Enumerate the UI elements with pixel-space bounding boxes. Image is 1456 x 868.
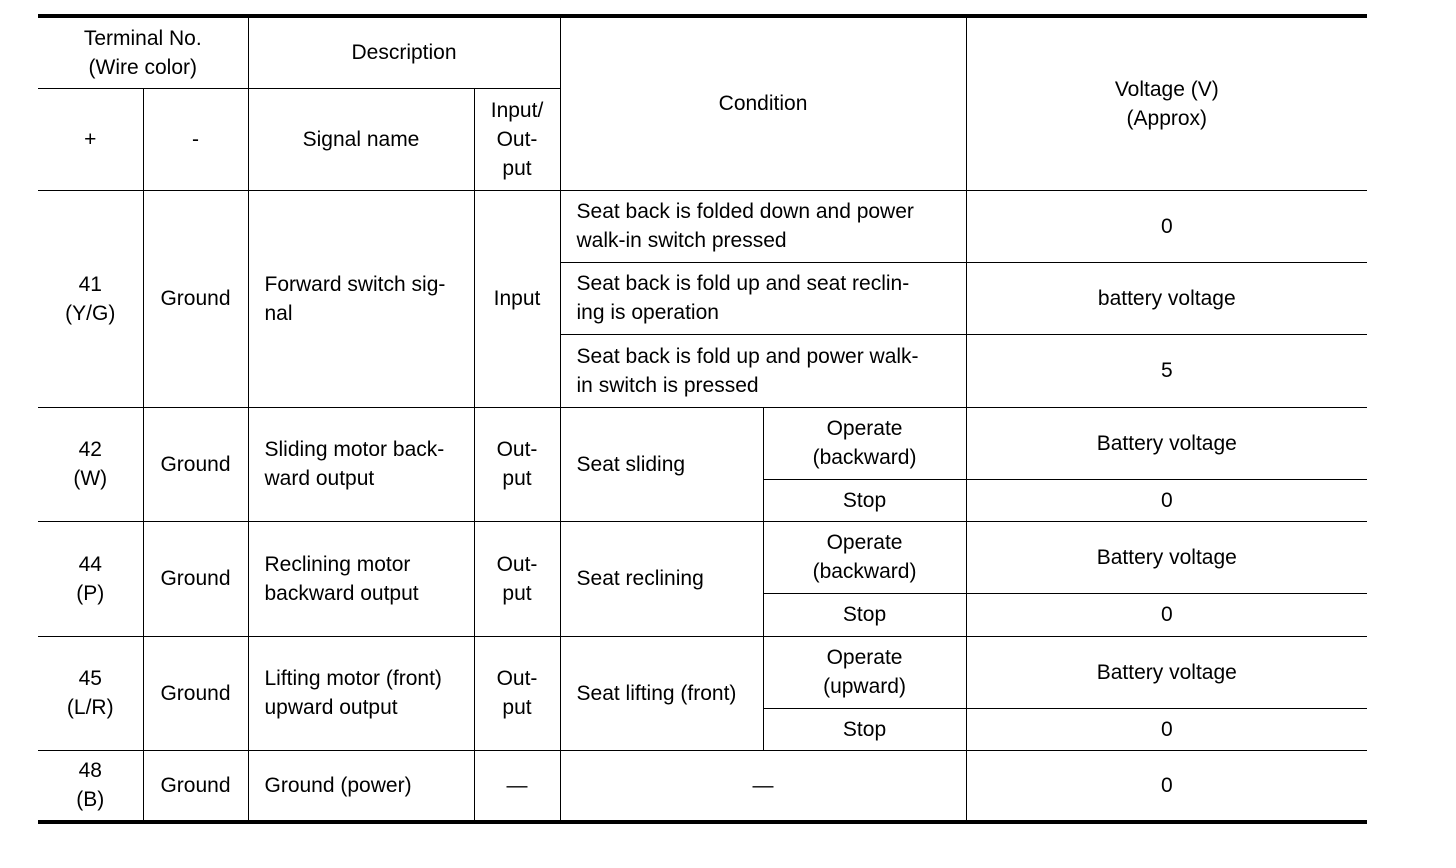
- table-row: Stop 0: [38, 707, 1368, 751]
- table-row: 41 (Y/G) Ground Forward switch sig- nal …: [38, 189, 1368, 408]
- ground-cell: Ground: [142, 749, 249, 824]
- voltage-cell: Battery voltage: [965, 635, 1368, 709]
- header-signal-name: Signal name: [247, 87, 475, 191]
- table-row: Stop 0: [38, 592, 1368, 637]
- signal-name-cell: Ground (power): [247, 749, 475, 824]
- io-cell: Out- put: [473, 406, 561, 522]
- table-row: Stop 0: [38, 478, 1368, 522]
- condition-cell: Seat reclining: [559, 520, 764, 637]
- table-row: 44 (P) Ground Reclining motor backward o…: [38, 520, 1368, 637]
- table-row: 42 (W) Ground Sliding motor back- ward o…: [38, 406, 1368, 522]
- io-cell: Out- put: [473, 635, 561, 751]
- ground-cell: Ground: [142, 189, 249, 408]
- voltage-cell: 5: [965, 333, 1368, 408]
- header-plus: +: [38, 87, 144, 191]
- terminal-cell: 48 (B): [38, 749, 144, 824]
- header-voltage: Voltage (V) (Approx): [965, 14, 1368, 191]
- header-condition: Condition: [559, 14, 967, 191]
- voltage-cell: 0: [965, 749, 1368, 824]
- condition-cell: Seat back is fold up and seat reclin- in…: [560, 261, 967, 335]
- table-row: Seat back is fold up and power walk- in …: [38, 333, 1368, 408]
- header-terminal-no: Terminal No. (Wire color): [38, 14, 249, 89]
- io-cell: —: [473, 749, 561, 824]
- condition-cell: Seat back is folded down and power walk-…: [559, 189, 967, 263]
- signal-name-cell: Sliding motor back- ward output: [247, 406, 475, 522]
- io-cell: Out- put: [473, 520, 561, 637]
- signal-name-cell: Reclining motor backward output: [247, 520, 475, 637]
- condition-cell: Seat lifting (front): [559, 635, 764, 751]
- ground-cell: Ground: [142, 520, 249, 637]
- condition-cell: Seat back is fold up and power walk- in …: [560, 333, 967, 408]
- state-cell: Operate (backward): [762, 406, 967, 480]
- table-row: Seat back is fold up and seat reclin- in…: [38, 261, 1368, 335]
- terminal-voltage-table: Terminal No. (Wire color) Description Co…: [38, 14, 1368, 824]
- state-cell: Operate (backward): [762, 520, 967, 594]
- condition-cell: —: [559, 749, 967, 824]
- header-description: Description: [247, 14, 561, 89]
- table-row: 45 (L/R) Ground Lifting motor (front) up…: [38, 635, 1368, 751]
- voltage-cell: 0: [965, 189, 1368, 263]
- voltage-cell: Battery voltage: [965, 406, 1368, 480]
- terminal-cell: 44 (P): [38, 520, 144, 637]
- voltage-cell: Battery voltage: [965, 520, 1368, 594]
- voltage-cell: battery voltage: [965, 261, 1368, 335]
- header-row-1: Terminal No. (Wire color) Description Co…: [38, 14, 1368, 191]
- header-minus: -: [142, 87, 249, 191]
- state-cell: Operate (upward): [762, 635, 967, 709]
- state-cell: Stop: [763, 478, 967, 522]
- terminal-table-container: Terminal No. (Wire color) Description Co…: [38, 14, 1368, 824]
- signal-name-cell: Lifting motor (front) upward output: [247, 635, 475, 751]
- ground-cell: Ground: [142, 635, 249, 751]
- condition-cell: Seat sliding: [559, 406, 764, 522]
- terminal-cell: 45 (L/R): [38, 635, 144, 751]
- voltage-cell: 0: [965, 478, 1368, 522]
- header-input-output: Input/ Out- put: [473, 87, 561, 191]
- ground-cell: Ground: [142, 406, 249, 522]
- state-cell: Stop: [763, 707, 967, 751]
- state-cell: Stop: [763, 592, 967, 637]
- terminal-cell: 41 (Y/G): [38, 189, 144, 408]
- signal-name-cell: Forward switch sig- nal: [247, 189, 475, 408]
- voltage-cell: 0: [965, 707, 1368, 751]
- terminal-cell: 42 (W): [38, 406, 144, 522]
- table-row: 48 (B) Ground Ground (power) — — 0: [38, 749, 1368, 824]
- voltage-cell: 0: [965, 592, 1368, 637]
- io-cell: Input: [473, 189, 561, 408]
